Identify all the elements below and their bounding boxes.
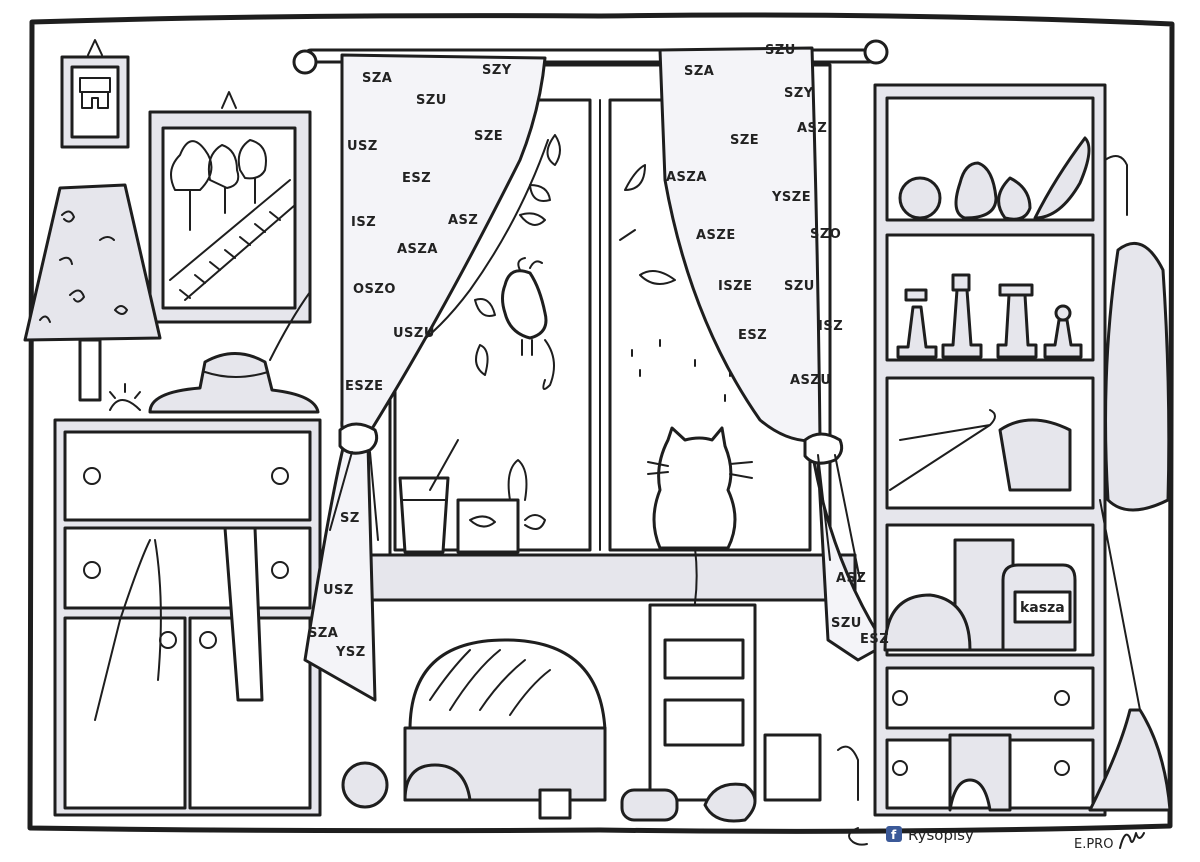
syllable: SZA — [362, 71, 392, 86]
syllable: ESZ — [738, 328, 767, 343]
syllable: ESZE — [345, 379, 384, 394]
forest-picture — [148, 91, 312, 324]
syllable: YSZ — [335, 645, 366, 660]
facebook-icon-glyph: f — [891, 828, 897, 842]
floor-items — [341, 733, 859, 823]
syllable: ESZ — [402, 171, 431, 186]
syllable: SZU — [416, 93, 447, 108]
syllable: SZY — [482, 63, 512, 78]
hat — [109, 291, 320, 414]
sill-items — [398, 439, 546, 554]
bird-on-branch — [409, 134, 561, 390]
syllable: ESZ — [860, 632, 889, 647]
syllable: ASZ — [797, 121, 827, 136]
author-signature: E.PRO — [1074, 837, 1113, 852]
syllable: ISZ — [818, 319, 843, 334]
syllable: SZ — [340, 511, 360, 526]
syllable: ASZ — [448, 213, 478, 228]
right-curtain-syllables: SZU SZA SZY ASZ SZE ASZA YSZE ASZE SZO I… — [666, 43, 889, 647]
brand-name[interactable]: Rysopisy — [908, 826, 974, 844]
cat — [647, 426, 753, 636]
left-dresser — [53, 418, 322, 817]
syllable: SZU — [784, 279, 815, 294]
syllable: SZO — [810, 227, 841, 242]
syllable: SZA — [684, 64, 714, 79]
syllable: USZU — [393, 326, 435, 341]
syllable: ISZE — [718, 279, 753, 294]
syllable: YSZE — [771, 190, 811, 205]
syllable: SZE — [474, 129, 503, 144]
syllable: SZE — [730, 133, 759, 148]
syllable: ASZ — [836, 571, 866, 586]
left-curtain-syllables: SZA SZY SZU SZE USZ ESZ ISZ ASZ ASZA OSZ… — [308, 63, 512, 660]
syllable: ASZA — [666, 170, 707, 185]
footer: f Rysopisy E.PRO — [848, 826, 1145, 852]
signature-scribble — [1119, 832, 1145, 849]
right-shelf — [873, 83, 1107, 817]
basket — [403, 638, 607, 802]
syllable: ASZA — [397, 242, 438, 257]
syllable: SZU — [831, 616, 862, 631]
syllable: OSZO — [353, 282, 396, 297]
syllable: ASZU — [790, 373, 831, 388]
ladder — [648, 603, 757, 802]
syllable: USZ — [323, 583, 354, 598]
facebook-icon[interactable] — [886, 826, 902, 842]
left-curtain[interactable] — [303, 53, 547, 702]
jar-label: kasza — [1020, 600, 1065, 616]
falling-leaves-rain — [619, 164, 731, 402]
room-frame — [27, 12, 1175, 834]
syllable: ISZ — [351, 215, 376, 230]
syllable: ASZE — [696, 228, 736, 243]
syllable: USZ — [347, 139, 378, 154]
syllable: SZY — [784, 86, 814, 101]
lamp — [23, 183, 162, 402]
syllable: SZU — [765, 43, 796, 58]
right-curtain[interactable] — [658, 46, 887, 662]
coat-and-broom — [1088, 155, 1172, 812]
small-picture — [60, 39, 130, 149]
syllable: SZA — [308, 626, 338, 641]
